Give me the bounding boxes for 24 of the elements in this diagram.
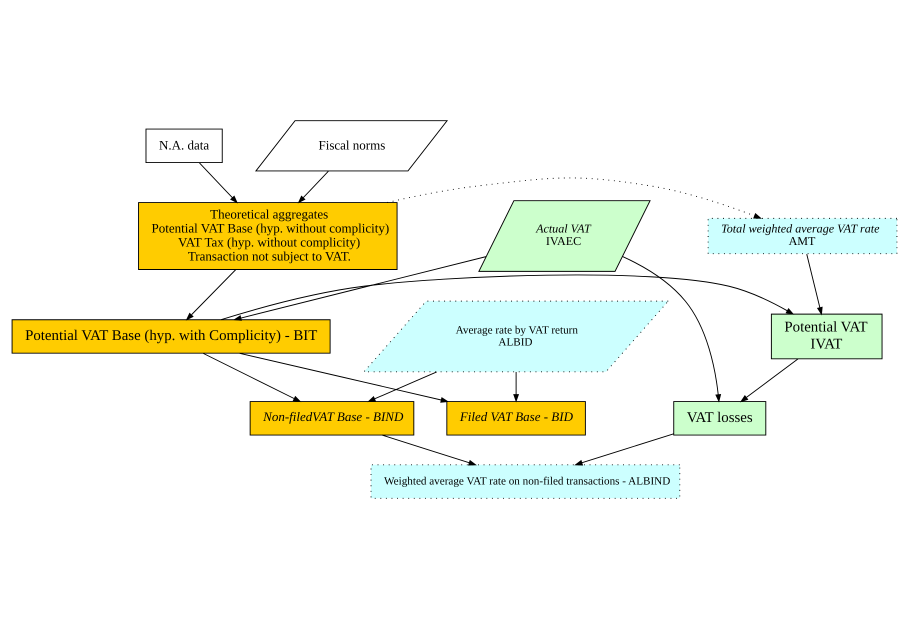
- node-box: Weighted average VAT rate on non-filed transactions - ALBIND: [370, 464, 680, 498]
- arrow: [367, 370, 438, 402]
- arrow: [202, 352, 302, 402]
- arrow: [186, 268, 236, 320]
- node-box: Total weighted average VAT rate AMT: [708, 217, 898, 254]
- arrow: [298, 170, 329, 204]
- node-box: Potential VAT Base (hyp. with Complicity) - BIT: [12, 318, 331, 354]
- arrow: [622, 256, 722, 402]
- arrow: [199, 162, 238, 204]
- node-box: Non-filedVAT Base - BIND: [250, 400, 414, 435]
- arrow: [233, 256, 486, 320]
- arrow: [239, 352, 450, 402]
- arrow: [220, 274, 794, 320]
- node-box: Theoretical aggregates Potential VAT Base (hyp. without complicity) VAT Tax (hyp. without complicity) Transaction not subject to VAT.: [138, 202, 398, 270]
- arrow: [513, 371, 520, 402]
- node-box: Filed VAT Base - BID: [446, 400, 586, 435]
- arrow: [740, 358, 799, 402]
- node-box: Potential VAT IVAT: [770, 313, 882, 359]
- arrow: [806, 253, 823, 315]
- arrow: [382, 434, 477, 465]
- arrow: [386, 177, 762, 218]
- node-box: VAT losses: [673, 400, 766, 435]
- node-box: N.A. data: [146, 128, 223, 163]
- arrow: [574, 432, 674, 465]
